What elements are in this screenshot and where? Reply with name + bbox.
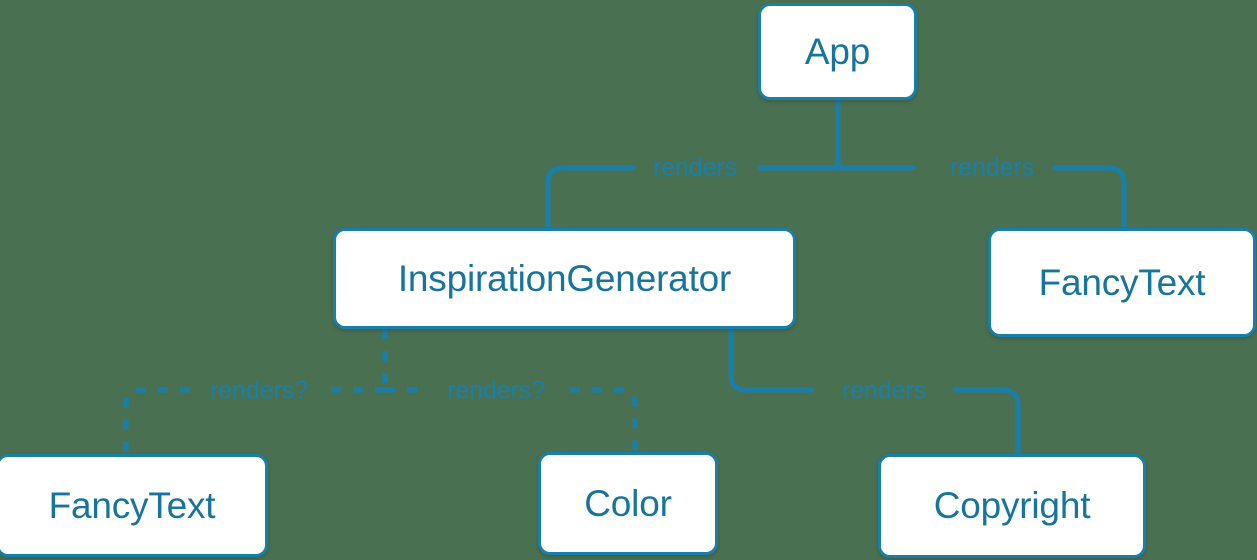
edge-inspiration-to-color xyxy=(385,387,638,452)
node-copyright-label: Copyright xyxy=(933,485,1091,526)
node-color-label: Color xyxy=(584,482,672,524)
node-app[interactable]: App xyxy=(758,3,917,100)
node-color[interactable]: Color xyxy=(538,452,718,555)
node-app-label: App xyxy=(804,30,871,72)
edge-label-app-to-fancytext: renders xyxy=(949,153,1035,182)
edge-app-to-inspiration xyxy=(545,165,841,231)
edge-inspiration-to-fancytext xyxy=(123,387,385,454)
node-fancytext-left-label: FancyText xyxy=(48,484,216,526)
edge-label-inspiration-to-copyright: renders xyxy=(841,376,927,405)
node-fancytext-right[interactable]: FancyText xyxy=(988,228,1256,337)
edge-inspiration-to-copyright xyxy=(728,326,1021,457)
node-inspiration-generator-label: InspirationGenerator xyxy=(397,257,732,299)
node-inspiration-generator[interactable]: InspirationGenerator xyxy=(333,228,796,329)
node-copyright[interactable]: Copyright xyxy=(878,454,1146,558)
edge-label-inspiration-to-color: renders? xyxy=(447,376,545,405)
edge-label-inspiration-to-fancytext: renders? xyxy=(210,376,308,405)
edge-app-to-fancytext xyxy=(835,165,1127,231)
edge-label-app-to-inspiration: renders xyxy=(652,153,738,182)
node-fancytext-right-label: FancyText xyxy=(1038,261,1206,303)
node-fancytext-left[interactable]: FancyText xyxy=(0,454,268,557)
